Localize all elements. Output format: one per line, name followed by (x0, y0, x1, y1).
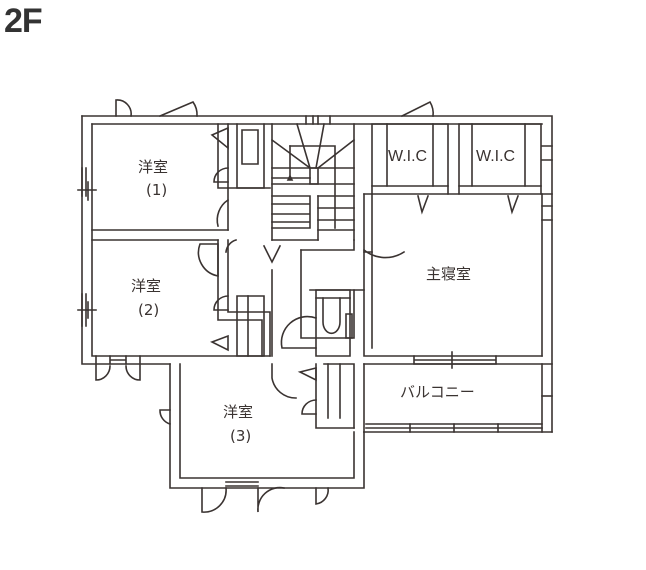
floor-label: 2F (4, 2, 43, 40)
room-number-western-1: (1) (146, 181, 167, 199)
master-bedroom-walls (362, 193, 553, 433)
stairs (270, 115, 356, 241)
door-swings-top (115, 99, 434, 118)
room-label-western-1: 洋室 (138, 158, 168, 176)
room-number-western-2: (2) (138, 301, 159, 319)
hallway-walls (197, 198, 365, 357)
room-label-western-3: 洋室 (223, 403, 253, 421)
room-number-western-3: (3) (230, 427, 251, 445)
exterior-walls (81, 115, 553, 489)
room-label-wic-1: W.I.C (388, 148, 427, 165)
room-label-western-2: 洋室 (131, 277, 161, 295)
western-room-2-closet (210, 295, 265, 357)
wic-walls (363, 123, 553, 221)
room-labels: 洋室 (1) 洋室 (2) 洋室 (3) 主寝室 バルコニー W.I.C W.I… (131, 148, 515, 445)
room-label-master-bedroom: 主寝室 (426, 265, 471, 283)
western-room-3-walls (159, 363, 355, 513)
room-label-balcony: バルコニー (400, 383, 475, 401)
western-room-1-walls (91, 123, 271, 241)
room-label-wic-2: W.I.C (476, 148, 515, 165)
